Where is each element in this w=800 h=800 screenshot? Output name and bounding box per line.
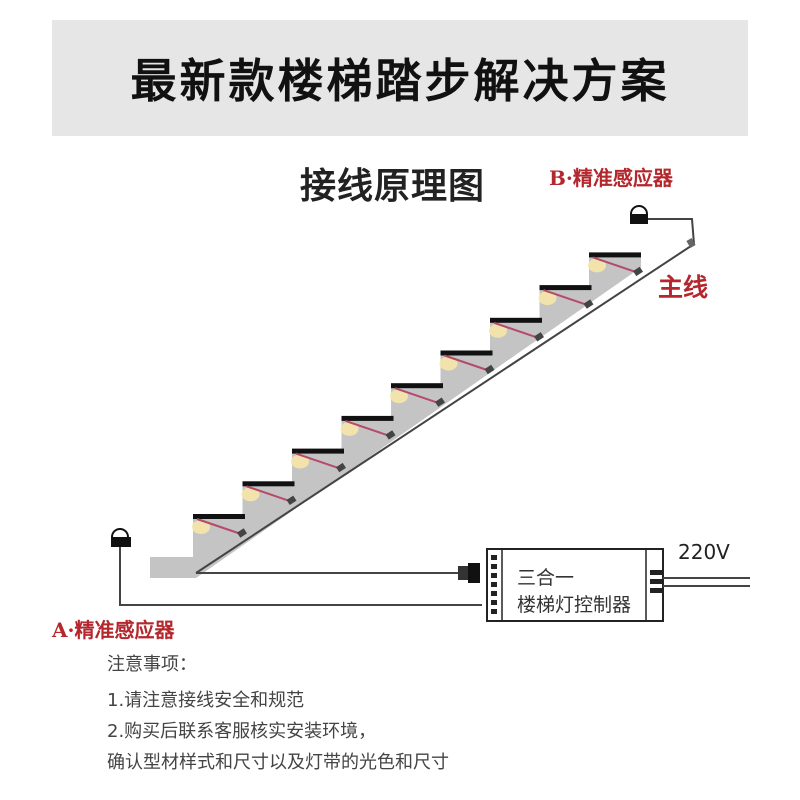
step-wire [196, 518, 242, 535]
sensor-a-icon [111, 528, 482, 606]
terminal-pin [491, 582, 497, 587]
wire-connector [336, 462, 346, 473]
main-line-label: 主线 [658, 273, 709, 302]
notes-title: 注意事项： [107, 654, 197, 675]
sensor-b-icon [630, 205, 696, 248]
step-wire [394, 387, 440, 405]
step-tread [490, 317, 542, 323]
wire-connector [583, 299, 594, 309]
terminal-pin [491, 591, 497, 596]
step-light-glow [192, 520, 210, 534]
terminal-pin [650, 588, 656, 593]
step-tread [539, 285, 592, 291]
terminal-pin [491, 600, 497, 605]
diagram-subtitle: 接线原理图 [300, 166, 486, 207]
terminal-pin [650, 579, 656, 584]
terminal-pin [656, 570, 662, 575]
controller-label-line1: 三合一 [517, 567, 575, 589]
step-wire [295, 452, 341, 470]
title-banner: 最新款楼梯踏步解决方案 [52, 20, 748, 136]
step-tread [391, 383, 443, 389]
step-wire [543, 289, 588, 307]
step-light-glow [489, 323, 507, 338]
step-light-glow [390, 389, 408, 404]
step-tread [589, 252, 641, 258]
terminal-pin [491, 609, 497, 614]
sensor-a-label: A·精准感应器 [52, 618, 175, 642]
step-wire [345, 419, 390, 437]
terminal-pin [656, 588, 662, 593]
voltage-label: 220V [678, 540, 730, 564]
step-wire [592, 256, 638, 274]
step-light-glow [340, 421, 359, 436]
power-cable [663, 577, 750, 587]
step-light-glow [538, 291, 557, 306]
step-wire [493, 321, 539, 339]
step-light-glow [241, 487, 260, 502]
step-tread [292, 448, 344, 454]
wire-connector [633, 266, 643, 277]
sensor-b-label: B·精准感应器 [549, 166, 673, 190]
note-item: 2.购买后联系客服核实安装环境， [107, 721, 377, 742]
wire-connector [385, 430, 396, 440]
stair-body [150, 255, 641, 578]
step-tread [440, 350, 493, 356]
page-title: 最新款楼梯踏步解决方案 [130, 54, 670, 108]
step-tread [193, 514, 245, 519]
controller-label-line2: 楼梯灯控制器 [517, 594, 632, 616]
controller-terminals [491, 555, 662, 614]
wire-connector [237, 528, 247, 538]
terminal-pin [656, 579, 662, 584]
wire-connector [286, 495, 297, 505]
step-tread [242, 481, 295, 487]
terminal-pin [491, 555, 497, 560]
terminal-pin [491, 573, 497, 578]
step-light-glow [439, 356, 458, 371]
step-light-glow [588, 258, 606, 273]
wire-connector [484, 364, 495, 375]
wire-connector [435, 397, 445, 407]
staircase [150, 252, 643, 578]
controller-plug-icon [458, 563, 480, 583]
step-tread [341, 415, 394, 421]
main-line [195, 243, 695, 574]
step-light-glow [291, 454, 309, 469]
note-item: 确认型材样式和尺寸以及灯带的光色和尺寸 [107, 752, 449, 773]
wire-connector [534, 332, 544, 342]
step-wire [246, 485, 291, 503]
note-item: 1.请注意接线安全和规范 [107, 690, 305, 711]
step-wire [444, 354, 489, 372]
terminal-pin [491, 564, 497, 569]
terminal-pin [650, 570, 656, 575]
